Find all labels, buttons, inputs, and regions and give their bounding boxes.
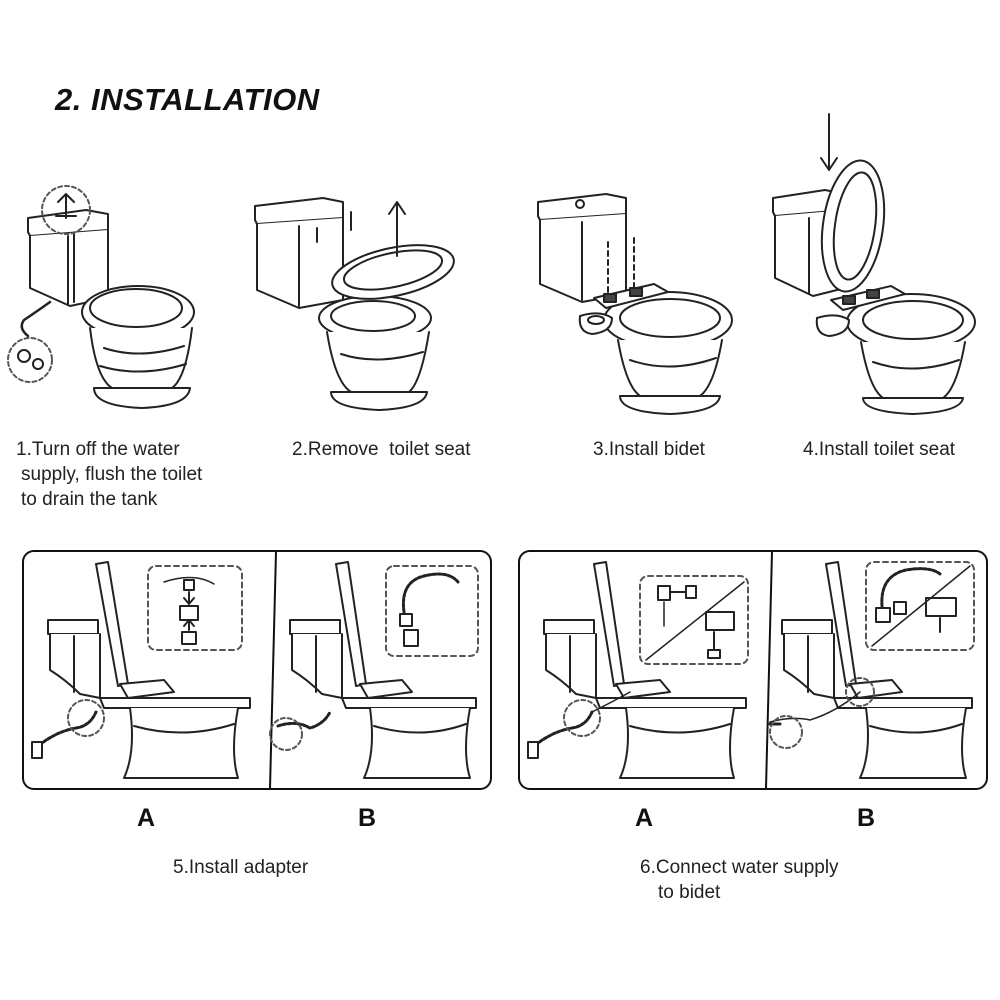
adapter-option-a-label: A (136, 804, 156, 832)
step-2-caption: 2.Remove toilet seat (292, 437, 470, 462)
step-6-caption-line: to bidet (658, 882, 721, 903)
step-4-figure (765, 108, 995, 418)
step-6-caption: 6.Connect water supply to bidet (640, 855, 839, 905)
page-title: 2. INSTALLATION (55, 82, 320, 117)
step-6-caption-line: 6.Connect water supply (640, 857, 839, 878)
step-1-caption-line: to drain the tank (21, 489, 158, 510)
step-1-figure (0, 170, 230, 420)
connect-option-b-illustration (768, 561, 975, 779)
step-2-caption-line: 2.Remove toilet seat (292, 439, 471, 460)
step-3-figure (530, 180, 750, 420)
step-2-figure (245, 190, 465, 420)
step-5-caption: 5.Install adapter (173, 855, 308, 880)
install-adapter-panel (22, 550, 492, 790)
step-3-caption-line: 3.Install bidet (593, 439, 705, 460)
step-5-caption-line: 5.Install adapter (173, 857, 309, 878)
adapter-option-b-illustration (269, 561, 479, 779)
step-1-caption-line: supply, flush the toilet (21, 464, 203, 485)
step-1-caption: 1.Turn off the water supply, flush the t… (16, 437, 202, 512)
step-4-caption: 4.Install toilet seat (803, 437, 955, 462)
connect-option-a-illustration (527, 561, 749, 779)
adapter-option-b-label: B (357, 804, 377, 832)
connect-water-panel (518, 550, 988, 790)
step-1-caption-line: 1.Turn off the water (16, 439, 180, 460)
step-4-caption-line: 4.Install toilet seat (803, 439, 956, 460)
connect-option-a-label: A (634, 804, 654, 832)
connect-option-b-label: B (856, 804, 876, 832)
adapter-option-a-illustration (31, 561, 251, 779)
step-3-caption: 3.Install bidet (593, 437, 705, 462)
